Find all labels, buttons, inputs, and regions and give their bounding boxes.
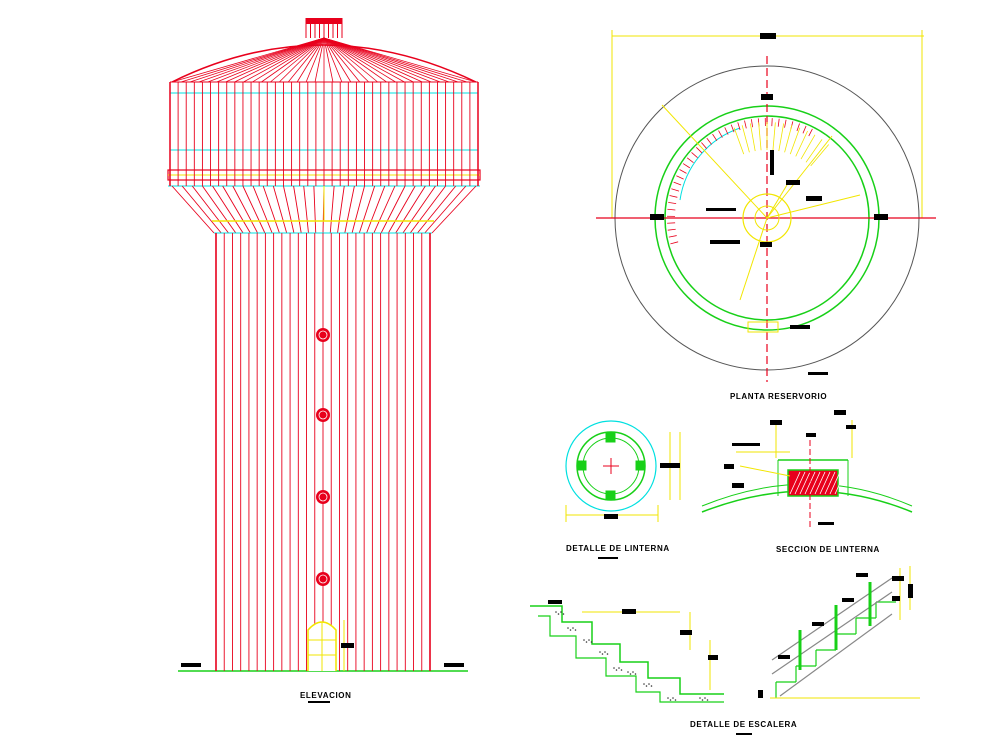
title-detalle-escalera: DETALLE DE ESCALERA (690, 720, 797, 729)
title-detalle-linterna: DETALLE DE LINTERNA (566, 544, 670, 553)
title-elevacion: ELEVACION (300, 691, 351, 700)
roof-lantern (305, 18, 343, 38)
title-seccion-linterna: SECCION DE LINTERNA (776, 545, 880, 554)
tower-elevation: ELEVACION (167, 18, 481, 703)
lantern-section: SECCION DE LINTERNA (701, 410, 913, 554)
stair-detail-profile (530, 600, 724, 703)
window-porthole (316, 490, 330, 504)
window-porthole (316, 572, 330, 586)
window-porthole (316, 408, 330, 422)
title-planta-reservorio: PLANTA RESERVORIO (730, 392, 827, 401)
stair-detail-elevation: DETALLE DE ESCALERA (690, 566, 920, 735)
reservoir-plan: PLANTA RESERVORIO (596, 30, 936, 401)
window-porthole (316, 328, 330, 342)
tower-door (307, 620, 354, 671)
shaft-windows (316, 328, 330, 586)
lantern-detail: DETALLE DE LINTERNA (565, 420, 681, 559)
